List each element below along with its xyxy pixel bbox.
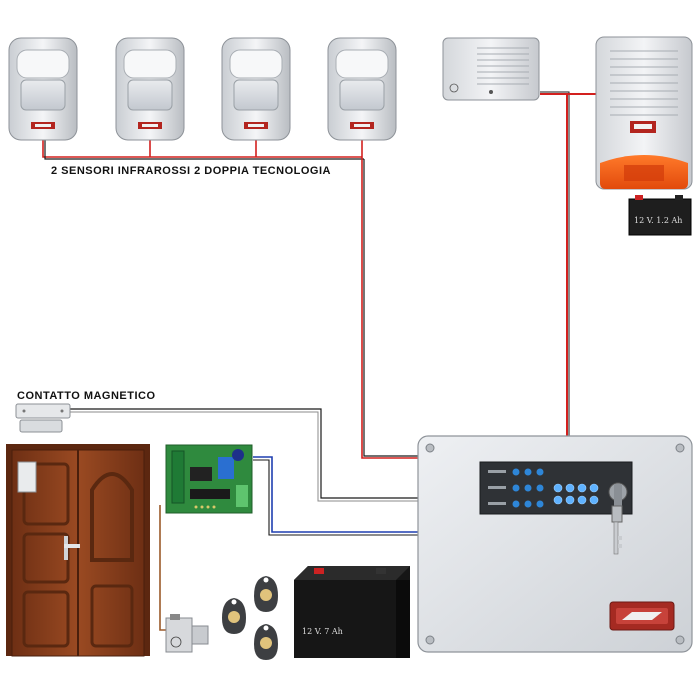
indoor-siren-grille (477, 47, 529, 85)
sensors-caption: 2 SENSORI INFRAROSSI 2 DOPPIA TECNOLOGIA (51, 165, 331, 177)
magnetic-contact-caption: CONTATTO MAGNETICO (17, 390, 156, 402)
outdoor-siren-grille (610, 50, 678, 116)
sensor-bus-red-wire (42, 140, 362, 158)
board-blue-wire (253, 456, 420, 533)
large-battery: 12 V. 7 Ah (294, 566, 410, 658)
door (6, 444, 150, 657)
sensor-to-panel-red-wire (361, 157, 420, 459)
pir-sensor-3 (221, 37, 291, 141)
control-panel (417, 435, 693, 653)
small-battery: 12 V. 1.2 Ah (628, 195, 692, 236)
sensor-bus-black-wire (44, 140, 364, 160)
outdoor-siren (595, 36, 693, 190)
rfid-tag-1 (254, 576, 278, 612)
rfid-tag-2 (222, 598, 246, 634)
siren-bus-black-wire (540, 91, 570, 438)
magnetic-contact (15, 403, 71, 433)
rfid-tag-3 (254, 624, 278, 660)
large-battery-label: 12 V. 7 Ah (302, 627, 343, 636)
status-leds (512, 468, 544, 508)
door-contact-sensor (17, 461, 37, 493)
pir-sensor-2 (115, 37, 185, 141)
siren-bus-red-wire (540, 93, 568, 438)
zone-leds (553, 483, 599, 505)
proximity-reader (165, 614, 209, 653)
magnetic-contact-black-wire (70, 408, 420, 499)
board-black-wire (253, 459, 420, 536)
brand-badge (609, 601, 675, 631)
magnetic-contact-grey-wire (70, 411, 420, 502)
panel-keypad (479, 461, 633, 515)
sensor-to-panel-black-wire (363, 159, 420, 457)
board-to-reader-wire (159, 505, 170, 631)
pir-sensor-1 (8, 37, 78, 141)
wiring (42, 91, 600, 631)
key-icon[interactable] (608, 482, 628, 555)
pir-sensor-4 (327, 37, 397, 141)
indoor-siren (442, 37, 540, 101)
small-battery-label: 12 V. 1.2 Ah (634, 216, 682, 225)
circuit-board (165, 444, 253, 514)
